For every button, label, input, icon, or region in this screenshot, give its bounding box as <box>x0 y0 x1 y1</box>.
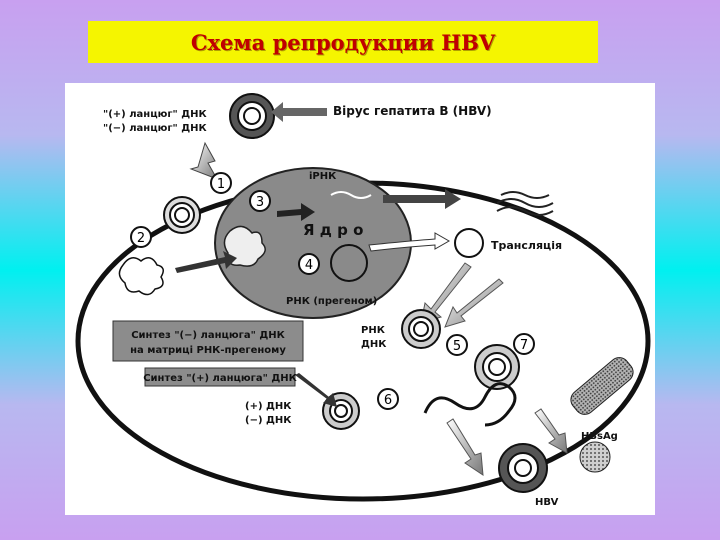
diagram-panel: 1 2 3 4 5 6 7 <box>65 83 655 515</box>
step-7: 7 <box>513 333 535 355</box>
svg-text:7: 7 <box>520 338 528 353</box>
hbv-replication-diagram: 1 2 3 4 5 6 7 <box>75 93 651 508</box>
synthesis-plus-label: Синтез "(+) ланцюга" ДНК <box>143 373 297 384</box>
svg-text:6: 6 <box>384 393 392 408</box>
nucleus-pore-shape <box>223 225 266 267</box>
label-translation: Трансляція <box>491 239 562 252</box>
recycle-arrow <box>295 373 337 407</box>
label-hbv: HBV <box>535 497 559 508</box>
label-hbsag: HBsAg <box>581 431 618 442</box>
nucleocapsid-5 <box>401 309 441 349</box>
step-4: 4 <box>298 253 320 275</box>
title-banner: Схема репродукции HBV <box>88 21 598 63</box>
svg-text:4: 4 <box>305 258 313 273</box>
synthesis-minus-line2: на матриці РНК-прегеному <box>130 345 286 356</box>
synthesis-minus-box <box>112 320 304 362</box>
exit-arrow <box>446 418 484 476</box>
translation-capsid <box>454 228 484 258</box>
svg-text:1: 1 <box>217 177 225 192</box>
entry-arrow <box>189 141 219 180</box>
label-minus-dna-top: "(−) ланцюг" ДНК <box>103 123 208 134</box>
synthesis-minus-line1: Синтез "(−) ланцюга" ДНК <box>131 330 285 341</box>
label-plus-dna-top: "(+) ланцюг" ДНК <box>103 109 208 120</box>
hbsag-arrow <box>534 408 568 454</box>
label-virus: Вірус гепатита В (HBV) <box>333 104 492 118</box>
label-dna: ДНК <box>361 339 387 350</box>
transcription-arrow <box>277 203 315 221</box>
label-plus-dna-bottom: (+) ДНК <box>245 401 292 412</box>
pregenome-rna <box>330 244 368 282</box>
step-5: 5 <box>446 334 468 356</box>
virus-particle-top <box>229 93 275 139</box>
page-title: Схема репродукции HBV <box>190 29 496 55</box>
label-irna: іРНК <box>309 171 337 182</box>
label-nucleus: Я д р о <box>303 221 363 239</box>
synthesis-plus-box <box>144 367 296 387</box>
hbsag-sphere <box>579 441 611 473</box>
svg-text:5: 5 <box>453 339 461 354</box>
label-minus-dna-bottom: (−) ДНК <box>245 415 292 426</box>
uncoated-genome <box>163 196 201 234</box>
step-6: 6 <box>377 388 399 410</box>
pregenome-export-arrow <box>368 232 451 252</box>
released-virus-hbv <box>498 443 548 493</box>
svg-text:2: 2 <box>137 231 145 246</box>
er-membrane <box>423 382 517 427</box>
virus-pointer-arrow <box>271 102 327 122</box>
relaxed-dna-shape <box>118 257 164 296</box>
import-arrow <box>175 251 237 273</box>
nucleocapsid-7 <box>474 344 520 390</box>
mrna-squiggles <box>496 191 554 216</box>
label-rna: РНК <box>361 325 386 336</box>
step-3: 3 <box>249 190 271 212</box>
maturation-arrow <box>444 278 504 328</box>
mrna-export-arrow <box>383 189 461 209</box>
hbsag-filament <box>570 357 634 415</box>
label-rna-pregenome: РНК (прегеном) <box>286 296 377 307</box>
mrna-strand <box>330 191 372 199</box>
step-1: 1 <box>210 172 232 194</box>
step-2: 2 <box>130 226 152 248</box>
svg-text:3: 3 <box>256 195 264 210</box>
